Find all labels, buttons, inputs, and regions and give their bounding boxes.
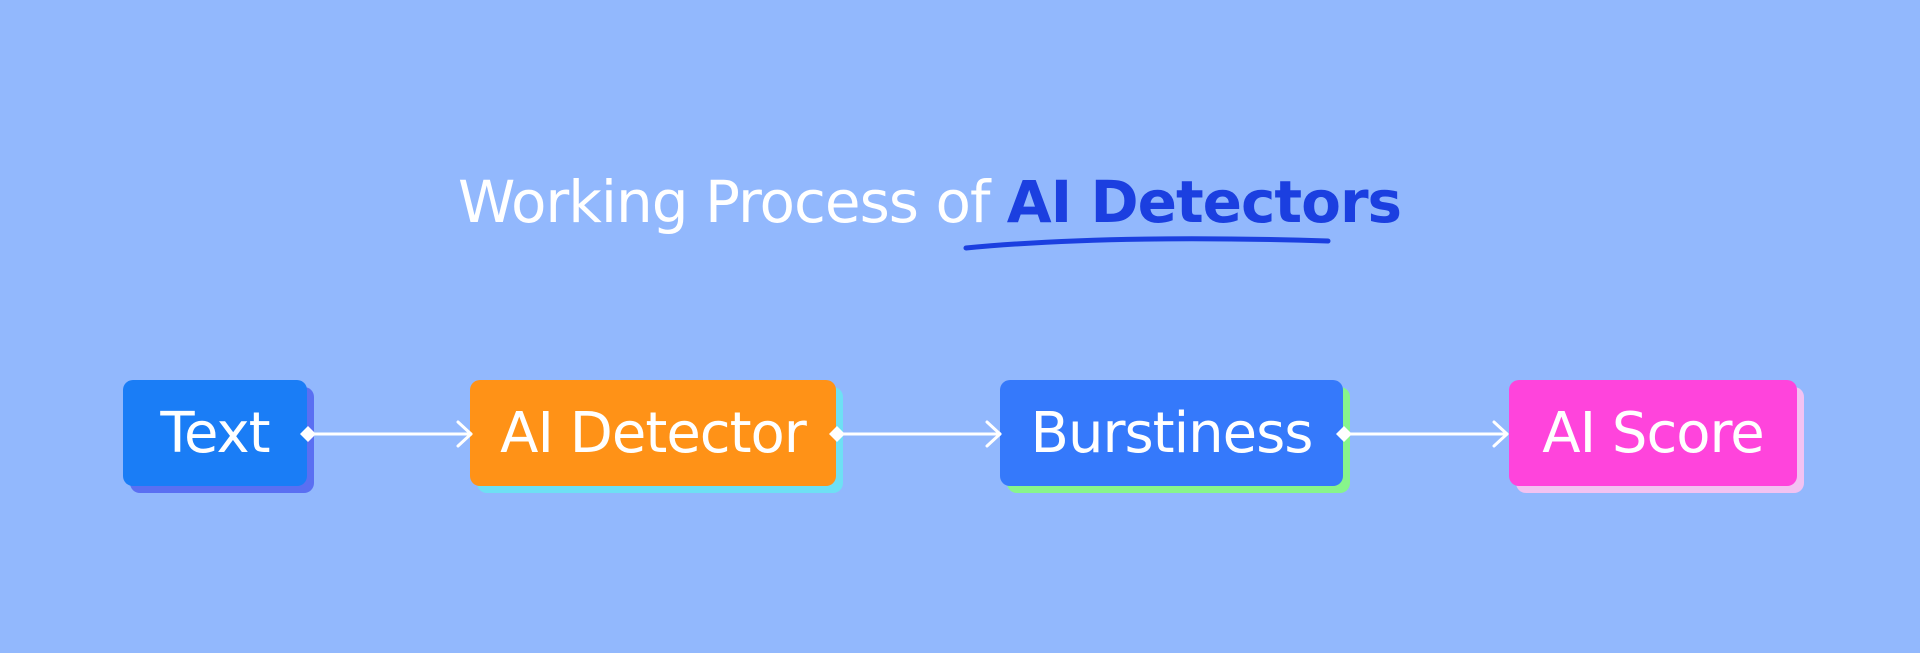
title-accent: AI Detectors [1006,168,1402,236]
title-underline [963,236,1331,251]
flow-node-ai-detector: AI Detector [470,380,843,493]
flow-node-label: AI Score [1509,380,1797,486]
flow-node-label: AI Detector [470,380,836,486]
connector-arrow-3 [1336,420,1509,448]
connector-arrow-1 [300,420,473,448]
connector-arrow-2 [829,420,1002,448]
flow-node-burstiness: Burstiness [1000,380,1350,493]
title-prefix: Working Process of [458,168,1007,236]
flow-node-label: Burstiness [1000,380,1343,486]
flow-node-text: Text [123,380,314,493]
diagram-title: Working Process of AI Detectors [458,168,1402,236]
flow-node-label: Text [123,380,307,486]
flow-node-ai-score: AI Score [1509,380,1804,493]
